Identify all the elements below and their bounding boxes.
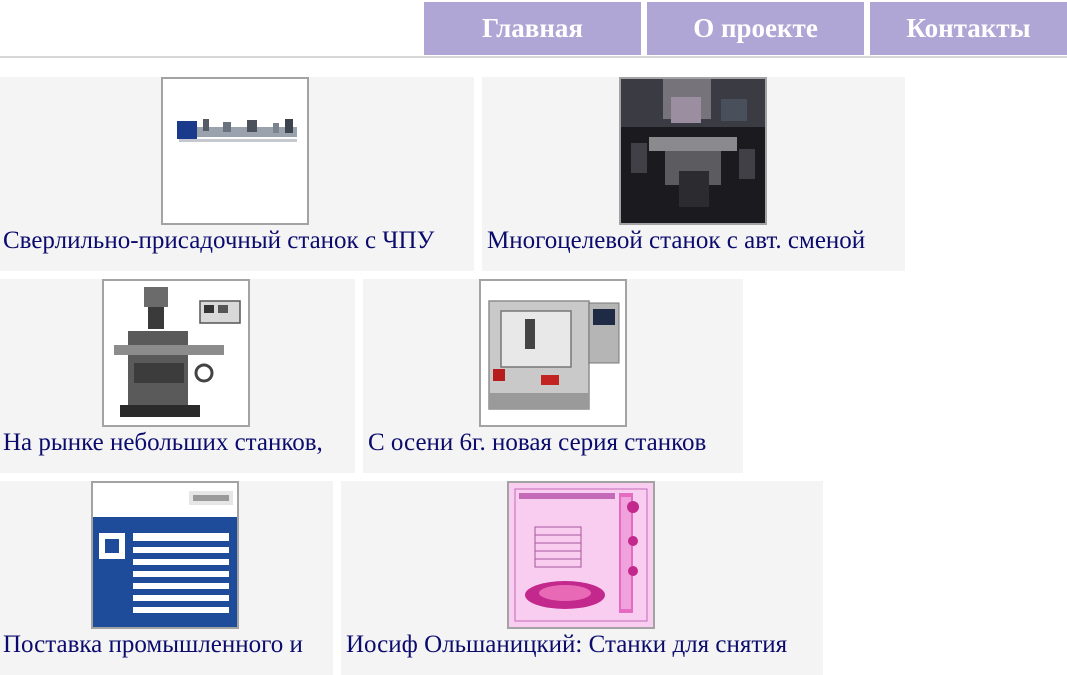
news-card-2-title[interactable]: Многоцелевой станок с авт. сменой <box>487 227 866 254</box>
news-card-2[interactable]: Многоцелевой станок с авт. сменой <box>482 77 905 271</box>
nav-tab-home[interactable]: Главная <box>424 2 641 55</box>
news-card-1-title[interactable]: Сверлильно-присадочный станок с ЧПУ <box>3 227 435 254</box>
milling-machine-icon[interactable] <box>102 279 250 427</box>
news-card-4[interactable]: С осени 6г. новая серия станков <box>363 279 743 473</box>
spetskomplekt-logo-icon[interactable] <box>91 481 239 629</box>
top-navigation: Главная О проекте Контакты <box>0 0 1067 58</box>
nav-tab-contacts[interactable]: Контакты <box>870 2 1067 55</box>
news-card-5[interactable]: Поставка промышленного и <box>0 481 333 675</box>
news-card-3[interactable]: На рынке небольших станков, <box>0 279 355 473</box>
news-card-3-title[interactable]: На рынке небольших станков, <box>3 429 323 456</box>
news-card-4-title[interactable]: С осени 6г. новая серия станков <box>368 429 707 456</box>
multipurpose-machine-icon[interactable] <box>619 77 767 225</box>
news-card-6[interactable]: Иосиф Ольшаницкий: Станки для снятия <box>341 481 823 675</box>
news-card-5-title[interactable]: Поставка промышленного и <box>3 631 303 658</box>
nav-tab-about[interactable]: О проекте <box>647 2 864 55</box>
news-card-1[interactable]: Сверлильно-присадочный станок с ЧПУ <box>0 77 474 271</box>
cnc-lathe-icon[interactable] <box>479 279 627 427</box>
catalog-page-icon[interactable] <box>507 481 655 629</box>
news-card-6-title[interactable]: Иосиф Ольшаницкий: Станки для снятия <box>346 631 788 658</box>
cnc-drilling-machine-icon[interactable] <box>161 77 309 225</box>
